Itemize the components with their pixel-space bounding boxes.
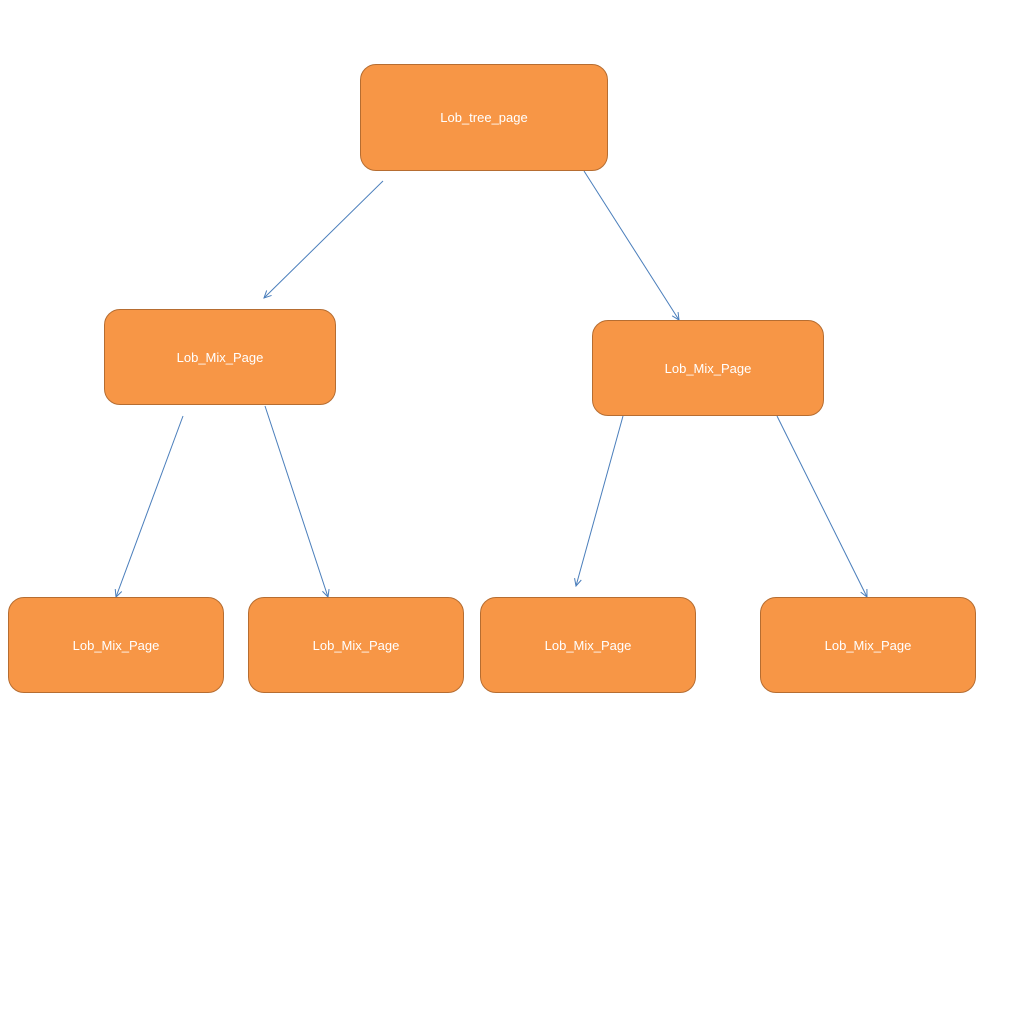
node-lob-mix-page-left[interactable]: Lob_Mix_Page [104, 309, 336, 405]
node-lob-mix-page-leaf-4[interactable]: Lob_Mix_Page [760, 597, 976, 693]
edge-root-to-mix_left [263, 180, 384, 299]
node-label: Lob_Mix_Page [544, 637, 632, 653]
edge-mix_right-to-leaf_3 [575, 415, 624, 587]
arrowhead-leaf_3 [574, 578, 582, 588]
node-lob-tree-page[interactable]: Lob_tree_page [360, 64, 608, 171]
edge-mix_left-to-leaf_2 [264, 405, 329, 598]
node-label: Lob_Mix_Page [176, 349, 264, 365]
node-label: Lob_Mix_Page [824, 637, 912, 653]
node-label: Lob_Mix_Page [72, 637, 160, 653]
node-lob-mix-page-right[interactable]: Lob_Mix_Page [592, 320, 824, 416]
arrowhead-mix_right [671, 311, 680, 321]
edge-root-to-mix_right [583, 170, 680, 321]
node-label: Lob_tree_page [440, 110, 528, 125]
node-lob-mix-page-leaf-1[interactable]: Lob_Mix_Page [8, 597, 224, 693]
arrowhead-mix_left [263, 290, 272, 299]
node-label: Lob_Mix_Page [312, 637, 400, 653]
node-lob-mix-page-leaf-2[interactable]: Lob_Mix_Page [248, 597, 464, 693]
node-label: Lob_Mix_Page [664, 360, 752, 376]
node-lob-mix-page-leaf-3[interactable]: Lob_Mix_Page [480, 597, 696, 693]
edge-mix_left-to-leaf_1 [115, 415, 184, 598]
edge-mix_right-to-leaf_4 [776, 415, 868, 598]
